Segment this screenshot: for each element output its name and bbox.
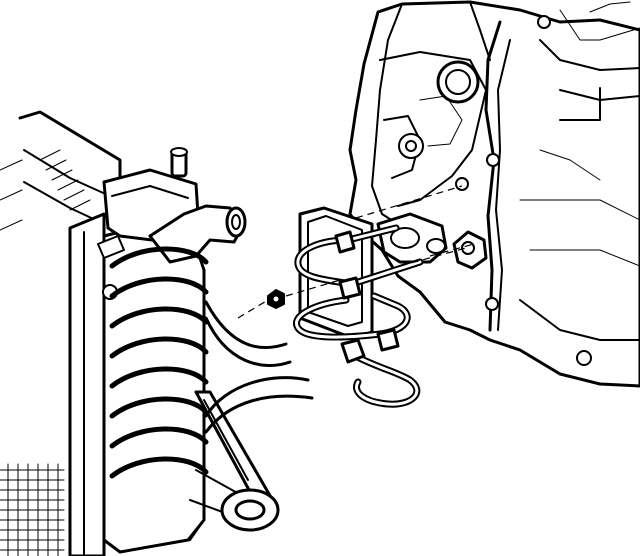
assembly-centerlines: [237, 185, 475, 319]
coolant-hoses: [204, 300, 314, 434]
radiator-end-tank: [97, 147, 280, 554]
cooler-coil-wraps: [109, 246, 209, 479]
radiator-core-grille: [0, 463, 65, 556]
radiator: [0, 110, 122, 556]
transmission-bolt-icon: [455, 15, 592, 366]
pipe-connector-icon: [334, 230, 400, 364]
transmission-oil-cooler-pipes: [267, 206, 424, 408]
transmission-housing: [348, 0, 640, 388]
fitting-nut-icon: [267, 289, 285, 309]
